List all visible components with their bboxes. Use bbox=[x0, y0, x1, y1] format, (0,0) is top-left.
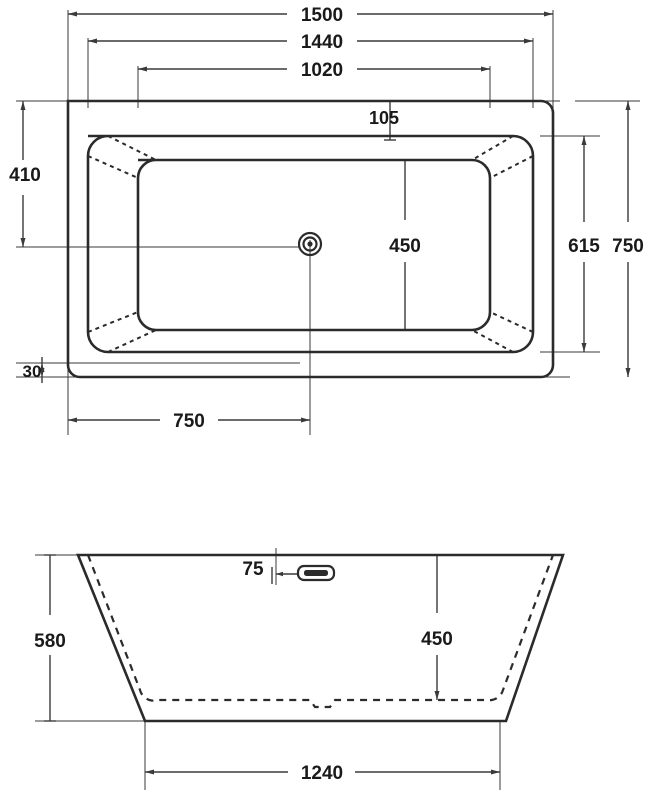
dim-label-overall-width: 1500 bbox=[301, 5, 343, 26]
dim-label-drain-offset: 750 bbox=[173, 411, 205, 432]
plan-corner-fold-lines bbox=[87, 135, 534, 353]
dim-450-plan: 450 bbox=[389, 159, 421, 331]
dim-label-base-width: 1240 bbox=[301, 763, 343, 784]
overflow-slot bbox=[296, 564, 336, 582]
dim-label-overall-height: 580 bbox=[34, 631, 66, 652]
plan-inner-outline bbox=[136, 158, 492, 332]
dim-1240: 1240 bbox=[145, 763, 500, 784]
elevation-outer-profile bbox=[76, 553, 565, 723]
drain-target-symbol bbox=[297, 231, 323, 257]
dim-label-rim-offset: 105 bbox=[369, 108, 399, 128]
dim-label-overflow-offset: 75 bbox=[242, 559, 264, 580]
dim-580: 580 bbox=[34, 554, 66, 722]
dim-410: 410 bbox=[9, 101, 41, 247]
plan-view: 1500 1440 1020 bbox=[9, 5, 644, 435]
dim-450-elevation: 450 bbox=[421, 554, 453, 700]
dim-1500: 1500 bbox=[68, 5, 553, 26]
dim-label-bottom-rim-offset: 30 bbox=[23, 362, 42, 381]
elevation-extension-lines bbox=[35, 548, 501, 790]
dim-label-left-depth: 410 bbox=[9, 165, 41, 186]
dim-615: 615 bbox=[568, 136, 600, 352]
plan-outer-outline bbox=[66, 99, 555, 379]
dim-75: 75 bbox=[242, 559, 300, 584]
dim-30: 30 bbox=[23, 357, 45, 383]
dim-1020: 1020 bbox=[138, 60, 490, 81]
dim-label-inner-depth: 450 bbox=[389, 236, 421, 257]
dim-750-vertical: 750 bbox=[612, 101, 644, 377]
dim-label-rim-depth: 615 bbox=[568, 236, 600, 257]
dim-label-inner-width: 1020 bbox=[301, 60, 343, 81]
dim-label-overall-depth: 750 bbox=[612, 236, 644, 257]
plan-rim-outline bbox=[86, 134, 535, 354]
dim-750-horizontal: 750 bbox=[68, 411, 310, 432]
dim-105: 105 bbox=[369, 100, 399, 141]
elevation-view: 580 75 450 bbox=[34, 548, 565, 790]
dim-1440: 1440 bbox=[88, 32, 533, 53]
elevation-inner-profile bbox=[86, 554, 555, 709]
dim-label-inner-height: 450 bbox=[421, 629, 453, 650]
dim-label-rim-width: 1440 bbox=[301, 32, 343, 53]
